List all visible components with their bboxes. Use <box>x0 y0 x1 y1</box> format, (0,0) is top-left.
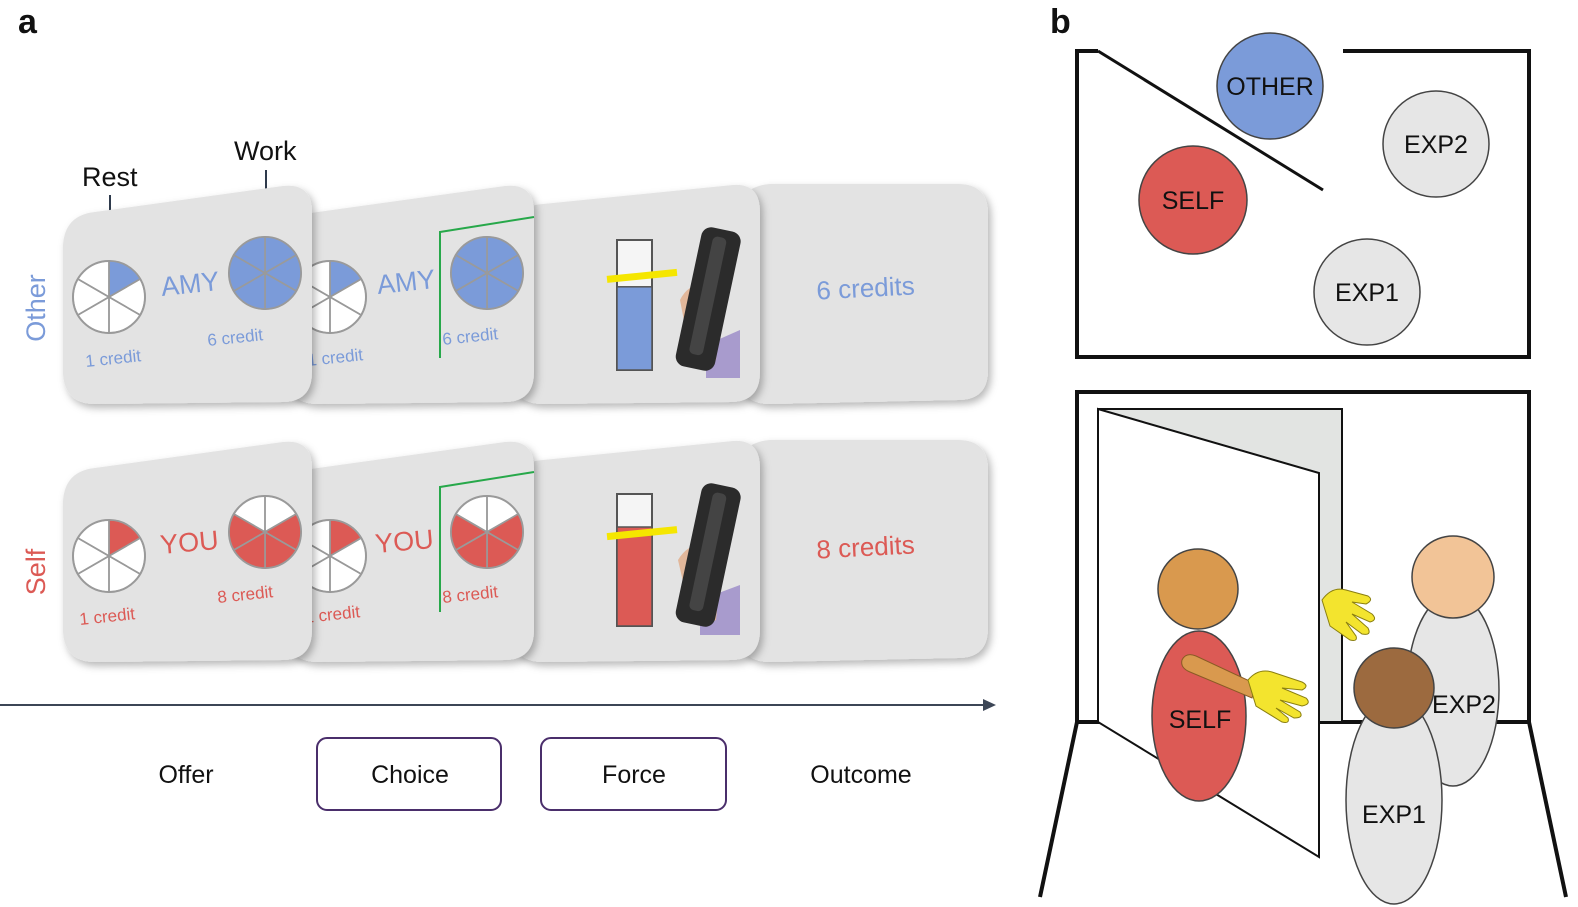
row-label-other: Other <box>21 274 51 342</box>
choice-work-pie-self <box>450 495 524 569</box>
offer-work-pie-other <box>228 236 302 310</box>
row-label-self: Self <box>21 548 51 595</box>
stage-force: Force <box>602 761 666 789</box>
force-bar-self-fill <box>616 526 653 627</box>
work-label: Work <box>234 136 297 166</box>
top-exp2-label: EXP2 <box>1404 131 1468 159</box>
choice-card-other: AMY 1 credit 6 credit <box>286 185 535 404</box>
exp2-head <box>1411 535 1495 619</box>
exp2-hand-icon <box>1321 588 1376 641</box>
offer-recipient-self: YOU <box>159 525 220 560</box>
exp1-head <box>1353 647 1435 729</box>
panel-a-label: a <box>18 3 38 41</box>
choice-recipient-self: YOU <box>374 524 435 559</box>
top-exp1-label: EXP1 <box>1335 279 1399 307</box>
side-view: EXP2 EXP1 SELF <box>1038 390 1568 905</box>
choice-frame-other <box>439 216 535 358</box>
offer-rest-pie-other <box>72 260 146 334</box>
stage-offer: Offer <box>158 761 213 789</box>
outcome-card-self: 8 credits <box>738 440 988 662</box>
choice-work-pie-self-segment-5 <box>454 495 488 534</box>
top-self-label: SELF <box>1162 187 1225 215</box>
force-bar-self <box>606 493 678 627</box>
offer-card-other: AMY 1 credit 6 credit <box>63 185 312 404</box>
stage-outcome: Outcome <box>810 761 911 789</box>
stage-box-choice <box>316 737 502 811</box>
force-bar-other-target-line <box>606 268 678 283</box>
force-bar-other-fill <box>616 286 653 371</box>
outcome-text-other: 6 credits <box>816 270 916 305</box>
outcome-card-other: 6 credits <box>738 184 988 404</box>
self-head <box>1157 548 1239 630</box>
force-card-self <box>511 440 760 662</box>
stage-choice: Choice <box>371 761 449 789</box>
offer-recipient-other: AMY <box>159 266 220 302</box>
side-exp1-label: EXP1 <box>1362 801 1426 829</box>
side-view-floor-left <box>1038 721 1079 898</box>
top-view-door <box>1097 49 1324 192</box>
choice-frame-self <box>439 471 535 612</box>
stage-box-force <box>540 737 727 811</box>
choice-recipient-other: AMY <box>375 264 436 300</box>
offer-rest-pie-other-segment-5 <box>76 260 110 299</box>
force-card-other <box>511 184 760 404</box>
force-bar-self-target-line <box>606 526 678 541</box>
top-view: OTHER SELF EXP2 EXP1 <box>1075 32 1531 359</box>
offer-card-self: YOU 1 credit 8 credit <box>63 441 312 662</box>
outcome-text-self: 8 credits <box>816 529 916 564</box>
force-bar-other <box>606 239 678 371</box>
self-hand-icon <box>1247 670 1309 723</box>
offer-rest-pie-self-segment-5 <box>76 519 110 558</box>
side-exp2-label: EXP2 <box>1432 691 1496 719</box>
choice-card-self: YOU 1 credit 8 credit <box>286 441 535 662</box>
panel-b-label: b <box>1050 3 1071 41</box>
offer-rest-pie-self <box>72 519 146 593</box>
choice-work-pie-other <box>450 236 524 310</box>
row-self: 8 credits YOU 1 credit 8 credit YOU <box>63 440 988 662</box>
choice-work-pie-other-segment-5 <box>454 236 488 275</box>
top-other-circle <box>1216 32 1324 140</box>
top-exp2-circle <box>1382 90 1490 198</box>
offer-work-pie-self-segment-5 <box>232 495 266 534</box>
top-other-label: OTHER <box>1226 73 1314 101</box>
rest-label: Rest <box>82 162 138 192</box>
hand-photo-other <box>675 227 741 378</box>
top-view-room <box>1075 49 1531 359</box>
top-exp1-circle <box>1313 238 1421 346</box>
hand-photo-self <box>675 483 741 635</box>
side-self-label: SELF <box>1169 706 1232 734</box>
timeline-arrow <box>0 699 996 711</box>
top-self-circle <box>1138 145 1248 255</box>
row-other: 6 credits AMY 1 credit 6 credit <box>63 184 988 404</box>
offer-work-pie-other-segment-5 <box>232 236 266 275</box>
side-view-floor-right <box>1527 721 1568 898</box>
offer-work-pie-self <box>228 495 302 569</box>
